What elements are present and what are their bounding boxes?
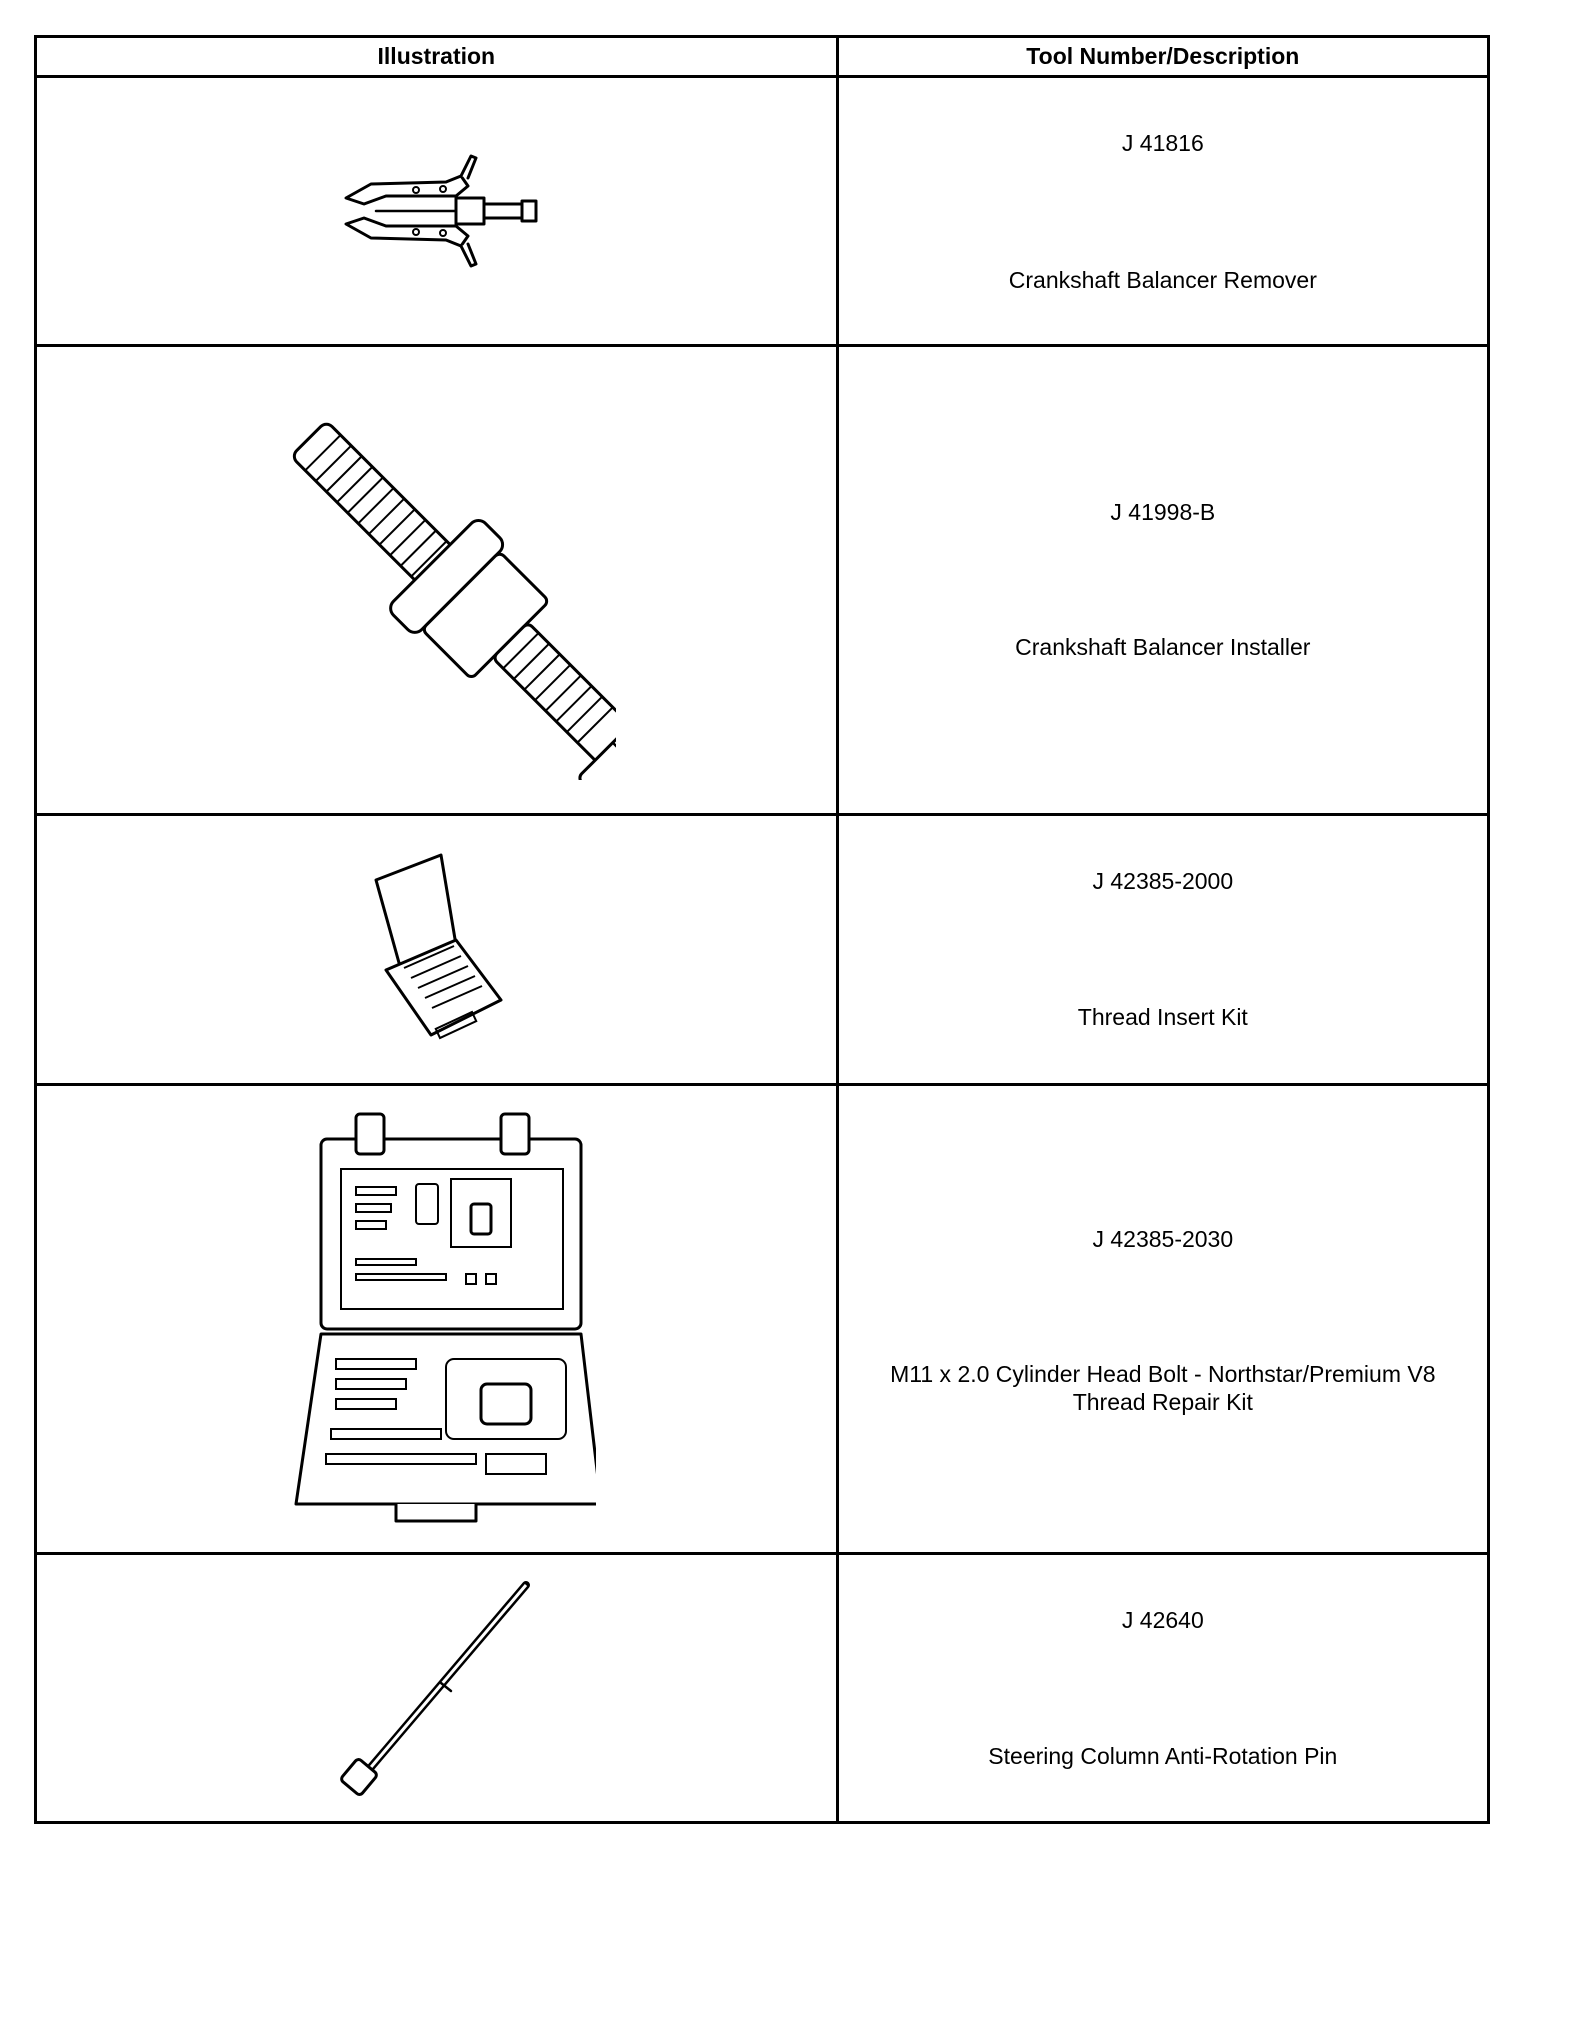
tool-number: J 41998-B	[1110, 499, 1216, 525]
illustration-column-header: Illustration	[34, 35, 839, 78]
table-row: J 41998-B Crankshaft Balancer Installer	[34, 344, 1491, 816]
tool-number: J 41816	[1121, 130, 1204, 156]
tool-description: Crankshaft Balancer Installer	[1015, 634, 1311, 660]
illustration-cell	[34, 1083, 839, 1555]
thread-repair-kit-case-icon	[294, 1112, 597, 1523]
illustration-cell	[34, 813, 839, 1086]
table-row: J 42640 Steering Column Anti-Rotation Pi…	[34, 1552, 1491, 1824]
description-cell: J 42385-2000 Thread Insert Kit	[835, 813, 1491, 1086]
tool-description: M11 x 2.0 Cylinder Head Bolt - Northstar…	[890, 1361, 1436, 1415]
description-cell: J 41816 Crankshaft Balancer Remover	[835, 75, 1491, 347]
tool-number: J 42640	[1121, 1607, 1204, 1633]
three-jaw-puller-icon	[344, 154, 538, 268]
threaded-bolt-installer-icon	[293, 422, 617, 780]
tool-description: Thread Insert Kit	[1077, 1004, 1248, 1030]
tool-description: Steering Column Anti-Rotation Pin	[988, 1743, 1338, 1769]
description-cell: J 42640 Steering Column Anti-Rotation Pi…	[835, 1552, 1491, 1824]
tool-description: Crankshaft Balancer Remover	[1008, 267, 1317, 293]
illustration-cell	[34, 75, 839, 347]
illustration-cell	[34, 344, 839, 816]
table-row: J 42385-2000 Thread Insert Kit	[34, 813, 1491, 1086]
description-cell: J 42385-2030 M11 x 2.0 Cylinder Head Bol…	[835, 1083, 1491, 1555]
tool-number: J 42385-2000	[1092, 868, 1234, 894]
tool-column-header: Tool Number/Description	[835, 35, 1491, 78]
table-header-row: Illustration Tool Number/Description	[34, 35, 1491, 78]
illustration-cell	[34, 1552, 839, 1824]
special-tools-table: Illustration Tool Number/Description	[34, 35, 1491, 1824]
thread-insert-kit-box-icon	[374, 853, 503, 1039]
description-cell: J 41998-B Crankshaft Balancer Installer	[835, 344, 1491, 816]
table-row: J 42385-2030 M11 x 2.0 Cylinder Head Bol…	[34, 1083, 1491, 1555]
table-row: J 41816 Crankshaft Balancer Remover	[34, 75, 1491, 347]
tool-number: J 42385-2030	[1092, 1226, 1234, 1252]
anti-rotation-pin-icon	[340, 1581, 531, 1796]
